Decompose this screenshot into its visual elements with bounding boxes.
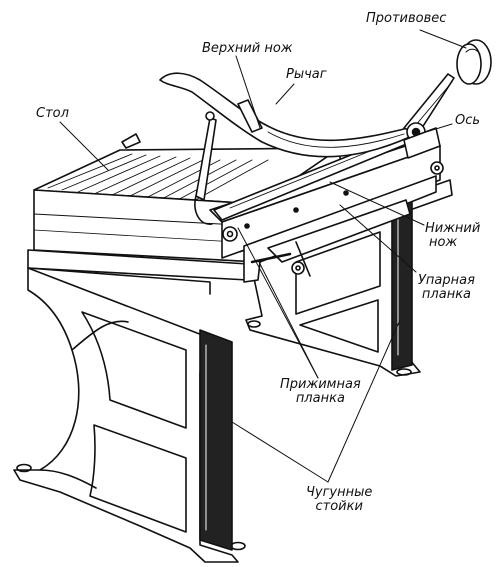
lever-and-blade <box>121 39 492 225</box>
label-lower-blade-line1: Нижний <box>425 221 481 236</box>
label-lower-blade-line2: нож <box>429 235 458 250</box>
label-lower-blade: Нижний нож <box>425 222 480 250</box>
label-cast-iron-stands: Чугунные стойки <box>306 486 372 514</box>
label-clamp-bar-line1: Прижимная <box>280 377 361 392</box>
label-stop-bar: Упарная планка <box>418 274 475 302</box>
leader-lines <box>59 29 467 483</box>
left-stand <box>13 267 246 563</box>
right-stand <box>245 179 453 377</box>
label-clamp-bar: Прижимная планка <box>280 378 361 406</box>
label-clamp-bar-line2: планка <box>295 391 345 406</box>
label-axis: Ось <box>455 113 481 128</box>
label-counterweight: Противовес <box>366 11 447 26</box>
label-stands-line2: стойки <box>315 499 363 514</box>
label-stands-line1: Чугунные <box>306 485 373 500</box>
label-lever: Рычаг <box>286 67 327 82</box>
label-upper-blade: Верхний нож <box>202 41 293 56</box>
label-table: Стол <box>36 106 69 121</box>
label-stop-bar-line1: Упарная <box>418 273 475 288</box>
label-stop-bar-line2: планка <box>421 287 472 302</box>
